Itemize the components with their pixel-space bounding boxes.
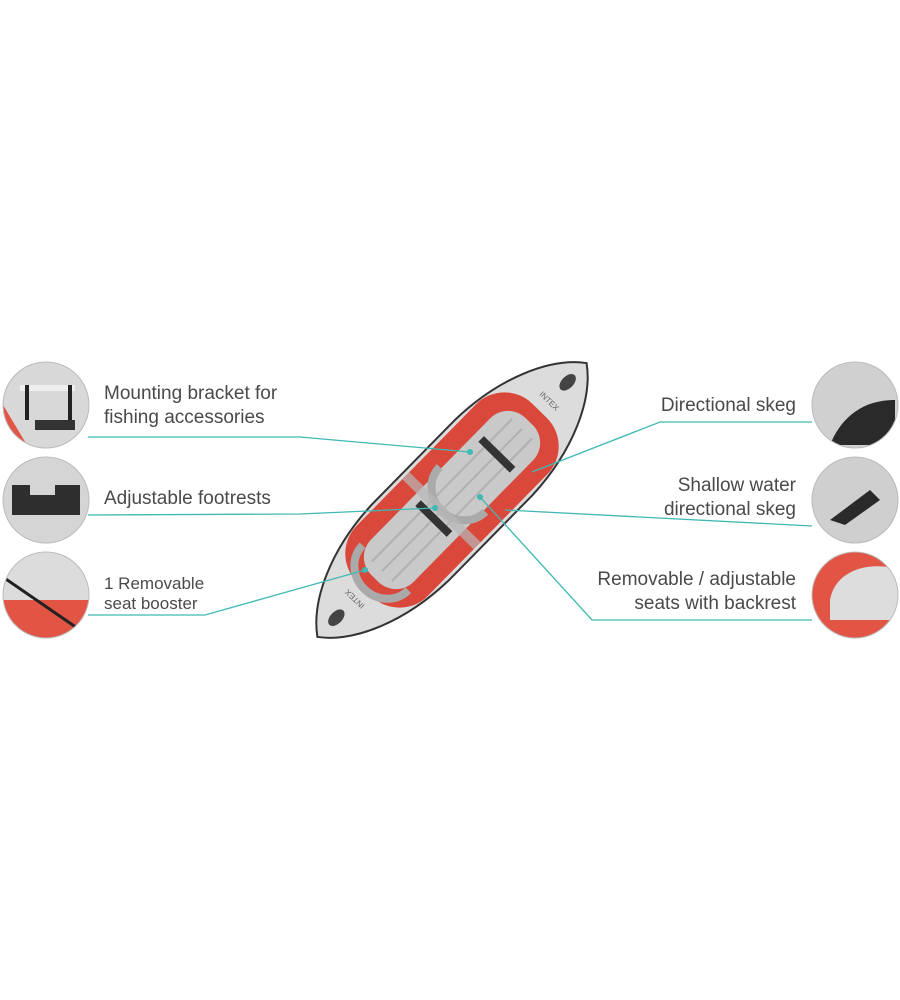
detail-seats-image <box>812 552 898 638</box>
leader-line-shallow-skeg <box>504 509 813 527</box>
detail-mounting-bracket-image <box>3 362 89 448</box>
feature-label-shallow-skeg: Shallow water directional skeg <box>664 474 796 522</box>
label-line: fishing accessories <box>104 407 265 428</box>
label-line: Shallow water <box>677 475 796 496</box>
label-line: seat booster <box>104 594 198 613</box>
feature-label-directional-skeg: Directional skeg <box>661 394 796 418</box>
feature-label-seat-booster: 1 Removable seat booster <box>104 574 204 614</box>
detail-shallow-skeg-image <box>812 457 898 543</box>
feature-label-mounting-bracket: Mounting bracket for fishing accessories <box>104 382 277 430</box>
leader-line-directional-skeg <box>531 421 812 473</box>
label-line: 1 Removable <box>104 574 205 593</box>
detail-footrests-image <box>3 457 89 543</box>
kayak-image: INTEX INTEX <box>315 361 589 639</box>
leader-line-mounting-bracket <box>88 436 471 453</box>
label-line: Adjustable footrests <box>104 488 271 509</box>
detail-directional-skeg-image <box>812 362 898 448</box>
label-line: Mounting bracket for <box>104 383 278 404</box>
leader-line-footrests <box>87 507 436 516</box>
label-line: Removable / adjustable <box>597 569 796 590</box>
label-line: seats with backrest <box>634 593 796 614</box>
leader-line-seats <box>479 496 812 621</box>
detail-seat-booster-image <box>3 552 89 638</box>
feature-label-seats: Removable / adjustable seats with backre… <box>597 568 796 616</box>
label-line: directional skeg <box>663 499 796 520</box>
label-line: Directional skeg <box>660 395 796 416</box>
leader-line-seat-booster <box>88 569 366 616</box>
feature-label-footrests: Adjustable footrests <box>104 487 271 511</box>
